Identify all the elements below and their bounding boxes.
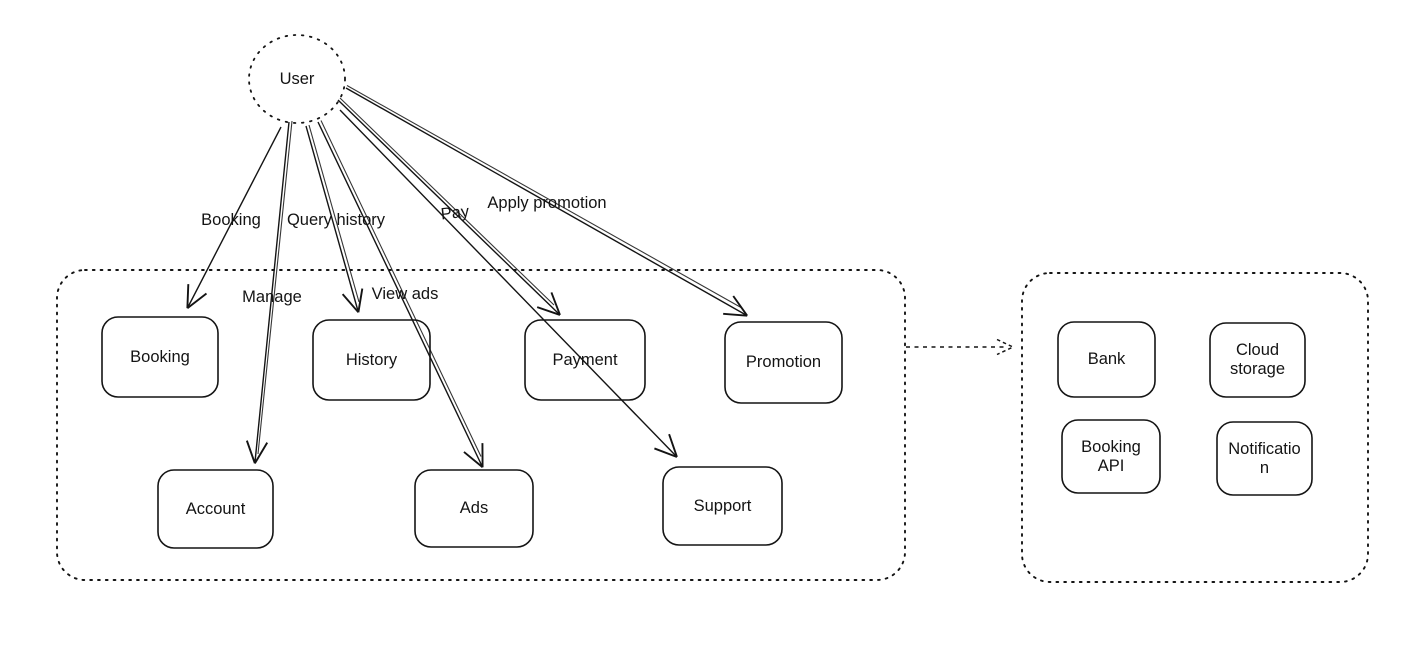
node-ads-shape [414,469,534,548]
edge-user-history-sketch [308,124,360,303]
node-support-label: Support [693,496,752,515]
node-ads-label: Ads [459,499,489,518]
node-bank-label: Bank [1087,350,1126,369]
node-notification-label: Notification [1228,439,1301,477]
node-support-shape [662,466,783,546]
actor-user-label: User [279,69,315,88]
node-payment-label: Payment [552,350,618,369]
edge-user-payment-sketch [339,97,555,306]
edge-user-support [339,109,678,458]
node-payment-shape [524,319,646,401]
edge-user-account [245,121,290,464]
node-booking-label: Booking [130,347,190,366]
actor-user-circle [248,34,346,124]
edge-user-ads [317,121,484,468]
node-account-shape [157,469,274,549]
edge-label-booking: Booking [201,211,261,229]
edge-label-query-history: Query history [286,211,386,229]
node-promotion-shape [724,321,843,404]
node-account-label: Account [185,499,246,518]
node-notification-shape [1216,421,1313,496]
edge-user-ads-sketch [320,120,482,457]
node-booking-shape [101,316,219,398]
node-cloud-storage-label: Cloud storage [1229,341,1286,378]
edge-user-account-sketch [257,120,293,455]
node-cloud-storage-shape [1209,322,1306,398]
edge-user-payment [337,99,561,316]
edge-system-external-arrowhead [996,338,1015,356]
edge-label-apply-promotion: Apply promotion [487,194,607,212]
node-history-label: History [345,350,398,369]
edge-label-manage: Manage [242,288,302,306]
external-boundary-box [1021,272,1369,583]
node-history-shape [312,319,431,401]
edge-user-booking [186,126,282,309]
edge-user-history [305,125,364,313]
node-promotion-label: Promotion [745,353,822,372]
node-bank-shape [1057,321,1156,398]
edge-user-promotion [345,87,748,317]
node-booking-api-label: Booking API [1081,437,1141,475]
node-booking-api-shape [1061,419,1161,494]
system-boundary-box [56,269,906,581]
edge-user-promotion-sketch [346,85,742,308]
edge-label-view-ads: View ads [371,285,439,303]
edge-label-pay: Pay [439,202,471,224]
